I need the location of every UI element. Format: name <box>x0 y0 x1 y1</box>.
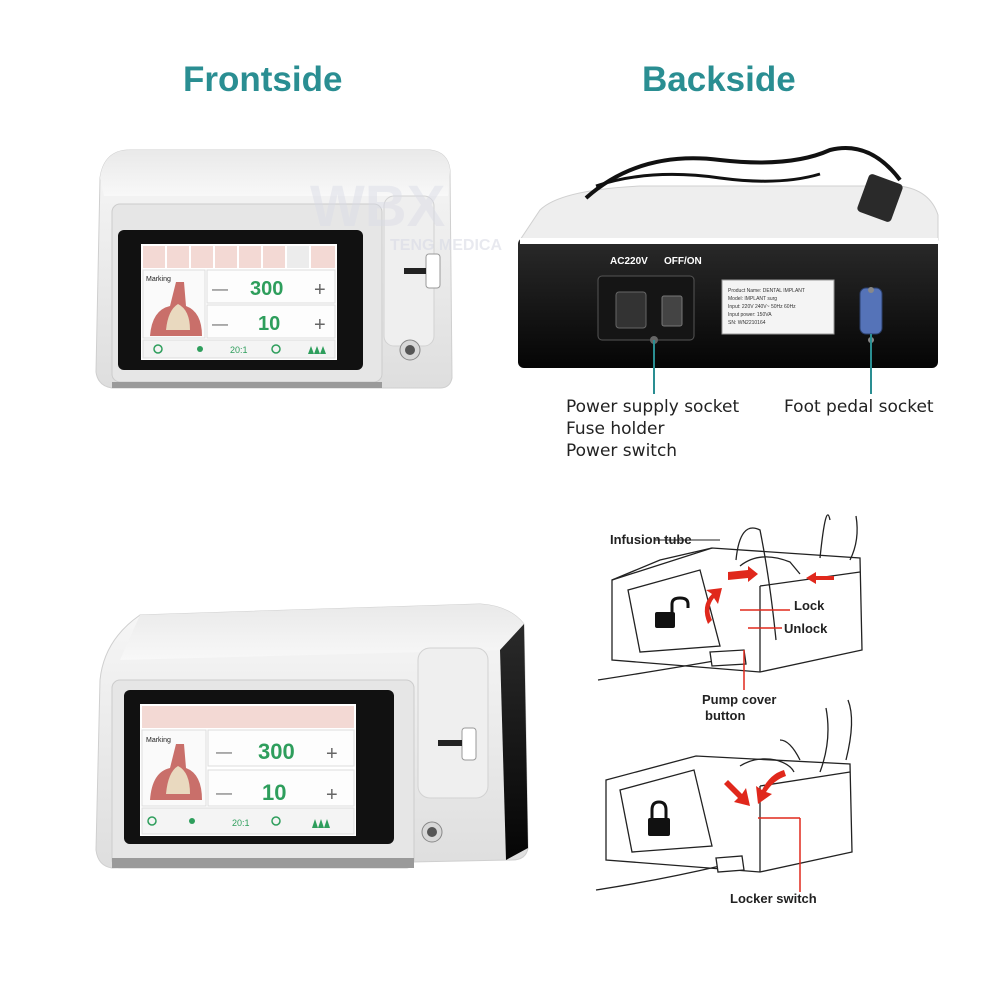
callout-fuse-holder: Fuse holder <box>566 419 665 439</box>
backside-heading: Backside <box>642 60 796 99</box>
callout-foot-pedal: Foot pedal socket <box>784 397 934 417</box>
switch-label: OFF/ON <box>664 256 702 267</box>
screen-speed-minus: — <box>212 281 228 298</box>
pump-diagram-unlock <box>597 514 863 690</box>
nameplate-line: Input power: 150VA <box>728 312 772 318</box>
screen-ratio: 20:1 <box>232 818 250 828</box>
screen-torque-plus: + <box>326 784 338 806</box>
screen-mode-label: Marking <box>146 737 171 744</box>
label-pump-cover: Pump cover <box>702 692 777 707</box>
nameplate-line: Product Name: DENTAL IMPLANT <box>728 288 805 294</box>
frontside-heading: Frontside <box>183 60 343 99</box>
nameplate-line: Model: IMPLANT surg <box>728 296 777 302</box>
watermark-sub: TENG MEDICA <box>390 237 502 254</box>
label-pump-cover-button: button <box>705 708 746 723</box>
nameplate-line: SN: WN2210164 <box>728 320 766 326</box>
voltage-label: AC220V <box>610 256 648 267</box>
label-unlock: Unlock <box>784 621 828 636</box>
nameplate-line: Input: 220V 240V~ 50Hz 60Hz <box>728 304 796 310</box>
screen-speed-plus: + <box>326 743 338 765</box>
arrow-icon <box>724 770 786 806</box>
callout-power-supply: Power supply socket <box>566 397 740 417</box>
screen-ratio: 20:1 <box>230 345 248 355</box>
label-infusion-tube: Infusion tube <box>610 532 692 547</box>
pump-diagram-lock <box>595 699 853 892</box>
front-touch-screen <box>118 230 363 370</box>
screen-mode-label: Marking <box>146 276 171 283</box>
lock-icon <box>648 800 670 836</box>
screen-speed-minus: — <box>216 744 232 761</box>
arrow-icon <box>704 566 834 624</box>
screen-torque-plus: + <box>314 314 326 336</box>
screen-speed-value: 300 <box>250 278 283 300</box>
front-touch-screen-angled <box>124 690 394 844</box>
callout-power-switch: Power switch <box>566 441 678 461</box>
back-device <box>518 146 939 368</box>
screen-torque-minus: — <box>216 785 232 802</box>
screen-speed-plus: + <box>314 279 326 301</box>
screen-speed-value: 300 <box>258 739 295 764</box>
screen-image-strip <box>143 246 335 268</box>
screen-torque-minus: — <box>212 316 228 333</box>
screen-torque-value: 10 <box>262 780 286 805</box>
watermark-brand: WBX <box>310 174 446 239</box>
screen-torque-value: 10 <box>258 313 280 335</box>
label-lock: Lock <box>794 598 825 613</box>
label-locker-switch: Locker switch <box>730 891 817 906</box>
unlock-icon <box>655 596 690 628</box>
